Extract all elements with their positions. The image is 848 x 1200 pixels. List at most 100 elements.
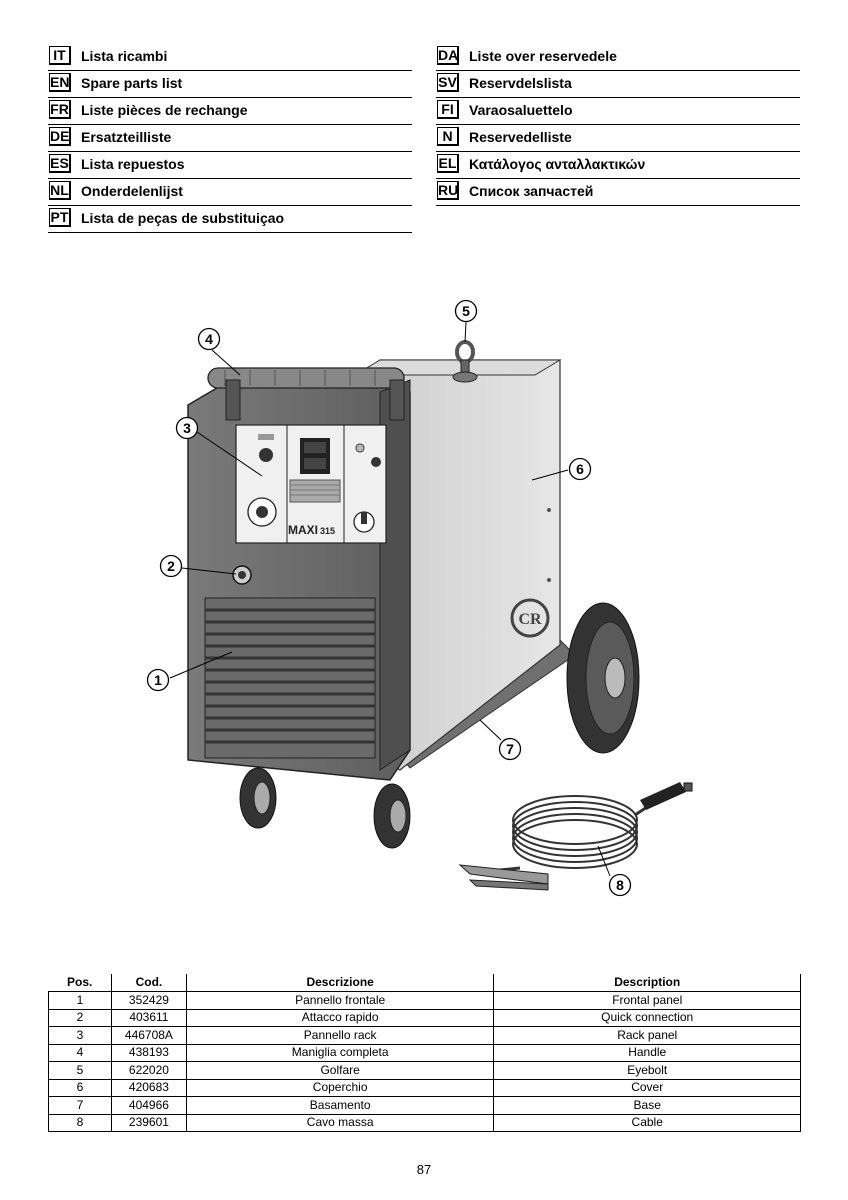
language-label: Ersatzteilliste <box>81 129 172 145</box>
cell-pos: 5 <box>48 1061 112 1080</box>
language-list-right: DA Liste over reservedele SV Reservdelslis… <box>436 44 800 206</box>
language-list-left: IT Lista ricambi EN Spare parts list FR Lis… <box>48 44 412 233</box>
cell-pos: 4 <box>48 1043 112 1062</box>
language-label: Lista ricambi <box>81 48 168 64</box>
cell-descrizione: Basamento <box>185 1096 495 1115</box>
cell-descrizione: Cavo massa <box>185 1113 495 1132</box>
language-label: Список запчастей <box>469 183 594 199</box>
cell-descrizione: Attacco rapido <box>185 1008 495 1027</box>
quick-connection <box>232 565 252 585</box>
language-code: ES <box>49 154 71 173</box>
front-wheels <box>239 767 411 849</box>
model-label: MAXI <box>288 523 318 537</box>
callout-7: 7 <box>498 737 522 761</box>
cell-description: Rack panel <box>493 1026 801 1045</box>
cell-descrizione: Pannello rack <box>185 1026 495 1045</box>
language-label: Reservdelslista <box>469 75 572 91</box>
cell-description: Eyebolt <box>493 1061 801 1080</box>
cell-pos: 8 <box>48 1113 112 1132</box>
language-label: Varaosaluettelo <box>469 102 573 118</box>
language-code: IT <box>49 46 71 65</box>
earth-cable <box>458 782 693 891</box>
callout-5: 5 <box>454 299 478 323</box>
language-row-ru: RU Список запчастей <box>436 179 800 206</box>
callout-1: 1 <box>146 668 170 692</box>
cell-descrizione: Golfare <box>185 1061 495 1080</box>
callout-number: 3 <box>183 420 191 436</box>
cell-description: Base <box>493 1096 801 1115</box>
header-description: Description <box>493 974 801 992</box>
table-header-row: Pos. Cod. Descrizione Description <box>48 974 801 992</box>
language-label: Lista de peças de substituiçao <box>81 210 285 226</box>
language-code: FI <box>437 100 459 119</box>
language-code: N <box>437 127 459 146</box>
cell-description: Handle <box>493 1043 801 1062</box>
cell-cod: 352429 <box>110 991 187 1010</box>
language-row-el: EL Κατάλογος ανταλλακτικών <box>436 152 800 179</box>
language-label: Lista repuestos <box>81 156 185 172</box>
language-row-pt: PT Lista de peças de substituiçao <box>48 206 412 233</box>
language-code: RU <box>437 181 459 200</box>
control-panel: MAXI 315 <box>235 424 387 544</box>
language-code: NL <box>49 181 71 200</box>
language-label: Liste over reservedele <box>469 48 617 64</box>
language-code: EN <box>49 73 71 92</box>
callout-number: 5 <box>462 303 470 319</box>
callout-number: 1 <box>154 672 162 688</box>
model-number: 315 <box>320 526 335 536</box>
language-row-it: IT Lista ricambi <box>48 44 412 71</box>
language-row-fr: FR Liste pièces de rechange <box>48 98 412 125</box>
svg-text:CR: CR <box>518 611 542 628</box>
cell-descrizione: Maniglia completa <box>185 1043 495 1062</box>
cell-description: Quick connection <box>493 1008 801 1027</box>
cell-descrizione: Pannello frontale <box>185 991 495 1010</box>
front-grille <box>204 597 376 759</box>
language-code: DA <box>437 46 459 65</box>
language-code: EL <box>437 154 459 173</box>
language-label: Liste pièces de rechange <box>81 102 248 118</box>
cell-cod: 420683 <box>110 1078 187 1097</box>
cell-description: Cable <box>493 1113 801 1132</box>
language-row-de: DE Ersatzteilliste <box>48 125 412 152</box>
language-row-sv: SV Reservdelslista <box>436 71 800 98</box>
welder-illustration: CR <box>146 299 693 897</box>
header-cod: Cod. <box>110 974 187 992</box>
callout-number: 7 <box>506 741 514 757</box>
cell-pos: 7 <box>48 1096 112 1115</box>
language-code: DE <box>49 127 71 146</box>
language-label: Onderdelenlijst <box>81 183 183 199</box>
cell-cod: 403611 <box>110 1008 187 1027</box>
callout-number: 8 <box>616 877 624 893</box>
callout-number: 2 <box>167 558 175 574</box>
cell-cod: 446708A <box>110 1026 187 1045</box>
language-code: PT <box>49 208 71 227</box>
header-descrizione: Descrizione <box>185 974 495 992</box>
cell-description: Cover <box>493 1078 801 1097</box>
cell-pos: 2 <box>48 1008 112 1027</box>
cell-cod: 404966 <box>110 1096 187 1115</box>
language-label: Κατάλογος ανταλλακτικών <box>469 156 646 172</box>
callout-8: 8 <box>608 873 632 897</box>
cell-pos: 3 <box>48 1026 112 1045</box>
language-code: FR <box>49 100 71 119</box>
language-code: SV <box>437 73 459 92</box>
cell-cod: 239601 <box>110 1113 187 1132</box>
language-row-da: DA Liste over reservedele <box>436 44 800 71</box>
callout-leaders <box>169 321 611 877</box>
language-label: Spare parts list <box>81 75 183 91</box>
page-number: 87 <box>416 1162 432 1177</box>
language-row-es: ES Lista repuestos <box>48 152 412 179</box>
cell-descrizione: Coperchio <box>185 1078 495 1097</box>
language-row-fi: FI Varaosaluettelo <box>436 98 800 125</box>
callout-number: 4 <box>205 331 213 347</box>
